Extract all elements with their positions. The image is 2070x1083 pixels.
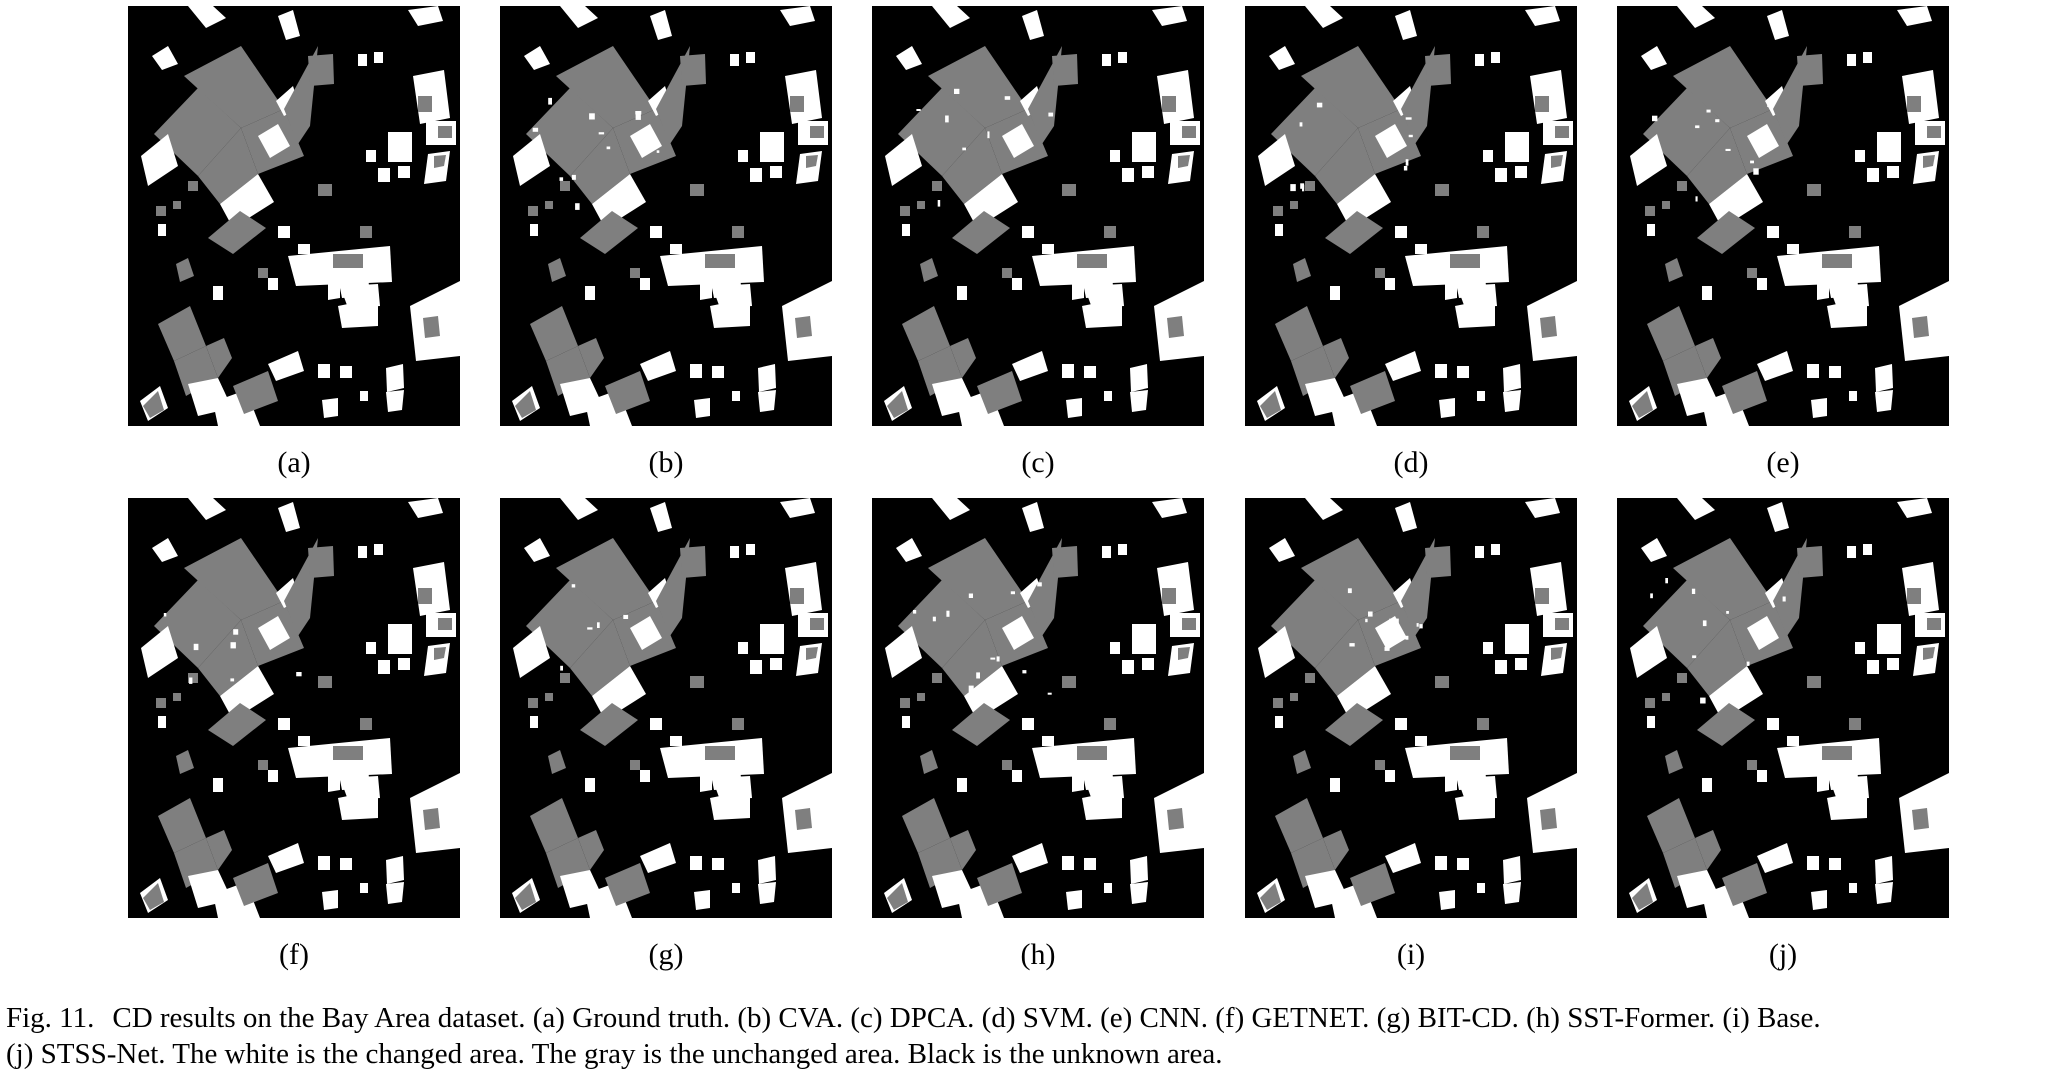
figure-caption: Fig. 11. CD results on the Bay Area datas… xyxy=(6,1000,2066,1072)
change-map-f xyxy=(128,498,460,918)
change-map-c xyxy=(872,6,1204,426)
change-map-d xyxy=(1245,6,1577,426)
panel-d: (d) xyxy=(1245,6,1577,479)
change-map-e xyxy=(1617,6,1949,426)
caption-text-1: CD results on the Bay Area dataset. (a) … xyxy=(112,1002,1821,1034)
panel-j: (j) xyxy=(1617,498,1949,971)
panel-h: (h) xyxy=(872,498,1204,971)
change-map-b xyxy=(500,6,832,426)
panel-label-e: (e) xyxy=(1766,446,1800,479)
change-map-a xyxy=(128,6,460,426)
panel-label-j: (j) xyxy=(1768,938,1798,971)
panel-b: (b) xyxy=(500,6,832,479)
panel-a: (a) xyxy=(128,6,460,479)
panel-c: (c) xyxy=(872,6,1204,479)
panel-label-a: (a) xyxy=(277,446,311,479)
panel-f: (f) xyxy=(128,498,460,971)
panel-label-g: (g) xyxy=(648,938,684,971)
panel-label-f: (f) xyxy=(279,938,309,971)
figure-number: Fig. 11. xyxy=(6,1002,95,1034)
panel-label-h: (h) xyxy=(1020,938,1056,971)
panel-e: (e) xyxy=(1617,6,1949,479)
panel-label-c: (c) xyxy=(1021,446,1055,479)
panel-g: (g) xyxy=(500,498,832,971)
change-map-i xyxy=(1245,498,1577,918)
caption-line-2: (j) STSS-Net. The white is the changed a… xyxy=(6,1038,1223,1070)
panel-i: (i) xyxy=(1245,498,1577,971)
change-map-g xyxy=(500,498,832,918)
change-map-j xyxy=(1617,498,1949,918)
caption-line-1: Fig. 11. CD results on the Bay Area datas… xyxy=(6,1000,2066,1036)
panel-label-i: (i) xyxy=(1396,938,1426,971)
panel-label-d: (d) xyxy=(1393,446,1429,479)
panel-label-b: (b) xyxy=(648,446,684,479)
change-map-h xyxy=(872,498,1204,918)
